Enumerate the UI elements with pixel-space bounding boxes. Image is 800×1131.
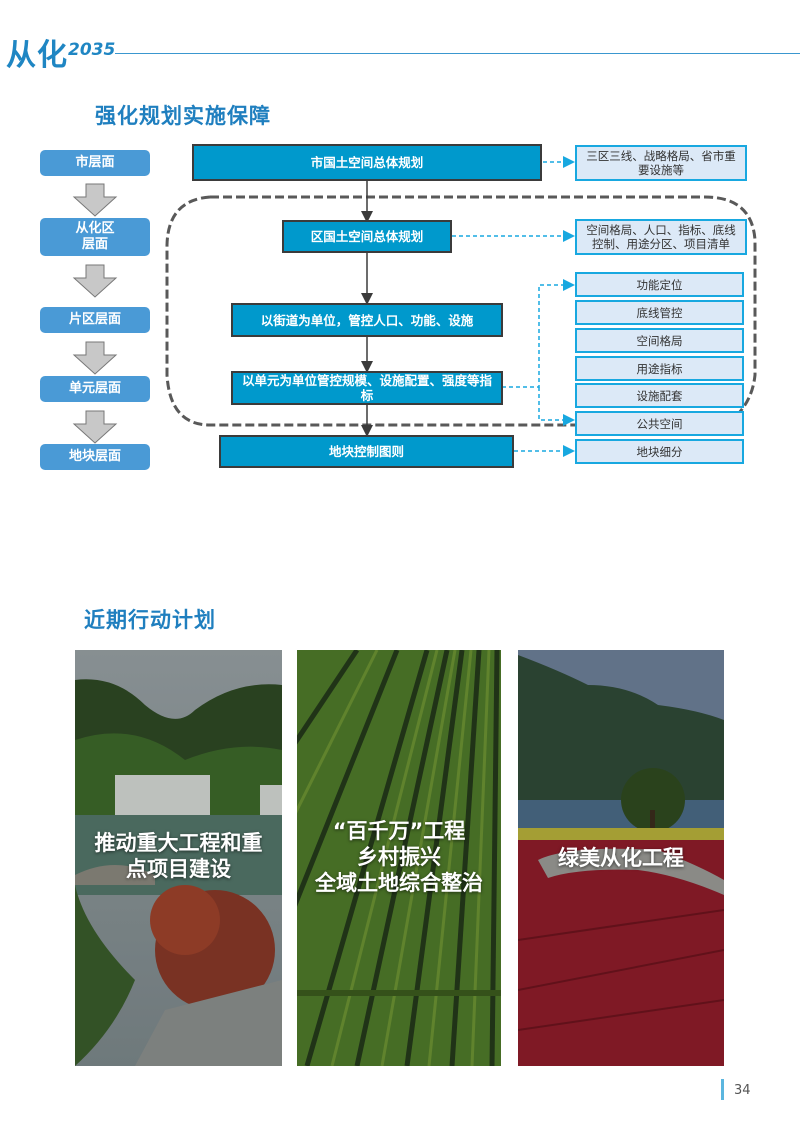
flowchart-connectors: [165, 156, 757, 457]
page-number-marker: [721, 1079, 724, 1100]
down-arrow-icon: [72, 410, 118, 444]
flow-city-master-plan: 市国土空间总体规划: [192, 144, 542, 181]
card-caption-line: 点项目建设: [126, 857, 231, 881]
info-use-indicators: 用途指标: [575, 356, 744, 381]
down-arrow-icon: [72, 264, 118, 298]
action-card-green-conghua: 绿美从化工程: [518, 650, 724, 1066]
mountain-lake-bridge-photo: [75, 650, 282, 1066]
brand-title: 从化: [6, 38, 68, 73]
card-caption-line: “百千万”工程: [332, 819, 466, 843]
farmland-rows-photo: [297, 650, 501, 1066]
header-divider: [115, 53, 800, 54]
info-parcel-subdivision: 地块细分: [575, 439, 744, 464]
flow-street-control: 以街道为单位，管控人口、功能、设施: [231, 303, 503, 337]
down-arrow-icon: [72, 341, 118, 375]
action-card-rural-revitalization: “百千万”工程 乡村振兴 全域土地综合整治: [297, 650, 501, 1066]
section-title-action-plan: 近期行动计划: [84, 608, 216, 632]
card-caption-line: 绿美从化工程: [558, 846, 684, 870]
down-arrow-icon: [72, 183, 118, 217]
info-city-content: 三区三线、战略格局、省市重要设施等: [575, 145, 747, 181]
level-area: 片区层面: [40, 307, 150, 333]
info-function-positioning: 功能定位: [575, 272, 744, 297]
info-baseline-control: 底线管控: [575, 300, 744, 325]
info-spatial-pattern: 空间格局: [575, 328, 744, 353]
card-caption-line: 乡村振兴: [357, 845, 441, 869]
action-card-major-projects: 推动重大工程和重 点项目建设: [75, 650, 282, 1066]
brand-year: 2035: [68, 40, 116, 60]
flow-district-master-plan: 区国土空间总体规划: [282, 220, 452, 253]
info-district-content: 空间格局、人口、指标、底线控制、用途分区、项目清单: [575, 219, 747, 255]
info-facility-support: 设施配套: [575, 383, 744, 408]
section-title-implementation: 强化规划实施保障: [95, 104, 271, 128]
level-district: 从化区 层面: [40, 218, 150, 256]
info-public-space: 公共空间: [575, 411, 744, 436]
card-caption-line: 推动重大工程和重: [94, 831, 263, 855]
flow-unit-control: 以单元为单位管控规模、设施配置、强度等指标: [231, 371, 503, 405]
flow-parcel-plan: 地块控制图则: [219, 435, 514, 468]
card-caption-line: 全域土地综合整治: [315, 871, 483, 895]
level-parcel: 地块层面: [40, 444, 150, 470]
level-unit: 单元层面: [40, 376, 150, 402]
level-city: 市层面: [40, 150, 150, 176]
page-number: 34: [734, 1083, 751, 1098]
red-flower-field-photo: [518, 650, 724, 1066]
